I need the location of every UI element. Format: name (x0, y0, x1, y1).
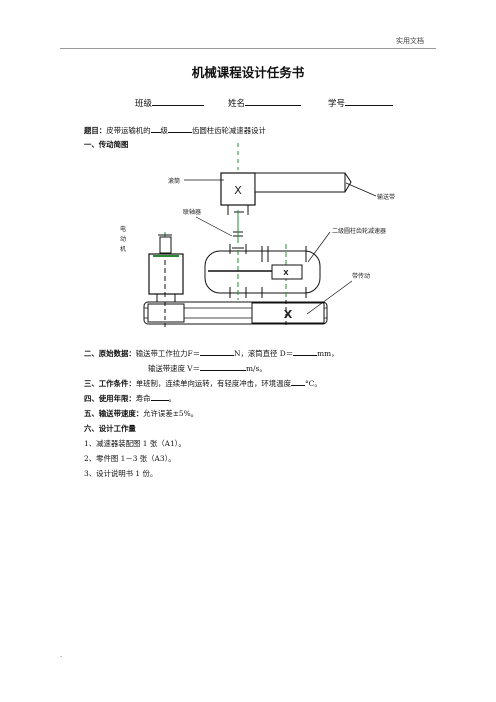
large-pulley-x-mark: X (284, 308, 293, 321)
section-workload-heading: 六、设计工作量 (84, 424, 136, 433)
diameter-blank[interactable] (293, 348, 318, 356)
coupling-leader (195, 216, 233, 237)
conveyor-leader (345, 182, 377, 197)
workload-item-1: 1、减速器装配图 1 张（A1）。 (84, 439, 186, 448)
conditions-text: 单班制，连续单向运转，有轻度冲击，环境温度 (135, 379, 291, 388)
belt-drive-leader (306, 280, 353, 315)
section-belt-speed-heading: 五、输送带速度： (84, 409, 144, 418)
pinion-gear (271, 264, 303, 280)
topic-label: 题目： (84, 126, 107, 135)
class-label: 班级 (135, 99, 153, 109)
student-id-label: 学号 (328, 99, 346, 109)
name-field: 姓名 (228, 96, 302, 109)
section-conditions-heading: 三、工作条件： (84, 379, 136, 388)
name-blank[interactable] (245, 96, 302, 106)
topic-blank-1[interactable] (150, 125, 161, 133)
belt-drive-label: 带传动 (352, 272, 370, 280)
working-conditions-line: 三、工作条件：单班制，连续单向运转，有轻度冲击，环境温度 °C。 (84, 378, 322, 389)
diameter-label: N，滚筒直径 D＝ (234, 349, 294, 358)
belt-speed-tolerance: 允许误差±5%。 (143, 409, 199, 418)
service-life-line: 四、使用年限：寿命 。 (84, 393, 176, 404)
motor-label-3: 机 (120, 245, 126, 253)
topic-part1: 皮带运输机的 (106, 126, 151, 135)
raw-data-line-1: 二、原始数据：输送带工作拉力F＝ N，滚筒直径 D＝ mm， (84, 348, 339, 359)
workload-item-3: 3、设计说明书 1 份。 (84, 469, 158, 478)
service-life-end: 。 (168, 394, 176, 403)
reducer-leader (307, 231, 331, 263)
temperature-unit: °C。 (304, 379, 322, 388)
raw-data-line-2: 输送带速度 V＝ m/s。 (148, 363, 267, 374)
class-blank[interactable] (152, 96, 205, 106)
motor-shaft-end (159, 236, 172, 254)
name-label: 姓名 (228, 99, 246, 109)
topic-part3: 齿圆柱齿轮减速器设计 (191, 126, 266, 135)
belt-speed-line: 五、输送带速度：允许误差±5%。 (84, 408, 198, 419)
class-field: 班级 (135, 96, 205, 109)
student-id-field: 学号 (328, 96, 394, 109)
force-label: 输送带工作拉力F＝ (135, 349, 201, 358)
workload-item-2: 2、零件图 1－3 张（A3）。 (84, 454, 176, 463)
section-diagram-heading: 一、传动简图 (84, 140, 129, 149)
section-service-life-heading: 四、使用年限： (84, 394, 136, 403)
motor-body (148, 253, 184, 295)
speed-label: 输送带速度 V＝ (148, 364, 201, 373)
conveyor-belt (254, 172, 352, 193)
temperature-blank[interactable] (290, 378, 305, 386)
topic-line: 题目：皮带运输机的级 齿圆柱齿轮减速器设计 (84, 125, 266, 136)
drum-x-mark: X (234, 184, 242, 197)
force-blank[interactable] (200, 348, 235, 356)
service-life-text: 寿命 (135, 394, 151, 403)
footer-mark: . (60, 651, 63, 659)
page-title: 机械课程设计任务书 (191, 65, 305, 80)
header-tag: 实用文档 (396, 37, 424, 45)
reducer-label: 二级圆柱齿轮减速器 (332, 227, 386, 235)
drum-label: 滚筒 (168, 177, 180, 185)
student-id-blank[interactable] (345, 96, 394, 106)
motor-label-1: 电 (120, 225, 126, 233)
topic-blank-2[interactable] (167, 125, 192, 133)
motor-label-2: 动 (120, 236, 126, 243)
conveyor-belt-label: 输送带 (377, 193, 395, 201)
small-pulley (147, 303, 185, 323)
diameter-unit: mm， (317, 349, 339, 358)
service-life-blank[interactable] (150, 393, 169, 401)
speed-blank[interactable] (200, 363, 247, 371)
header-divider (60, 48, 436, 49)
topic-part2: 级 (160, 126, 168, 135)
pinion-x-mark: X (283, 269, 289, 277)
section-raw-data-heading: 二、原始数据： (84, 349, 136, 358)
large-pulley (251, 302, 325, 324)
coupling-label: 联轴器 (183, 208, 201, 216)
speed-unit: m/s。 (246, 364, 267, 373)
